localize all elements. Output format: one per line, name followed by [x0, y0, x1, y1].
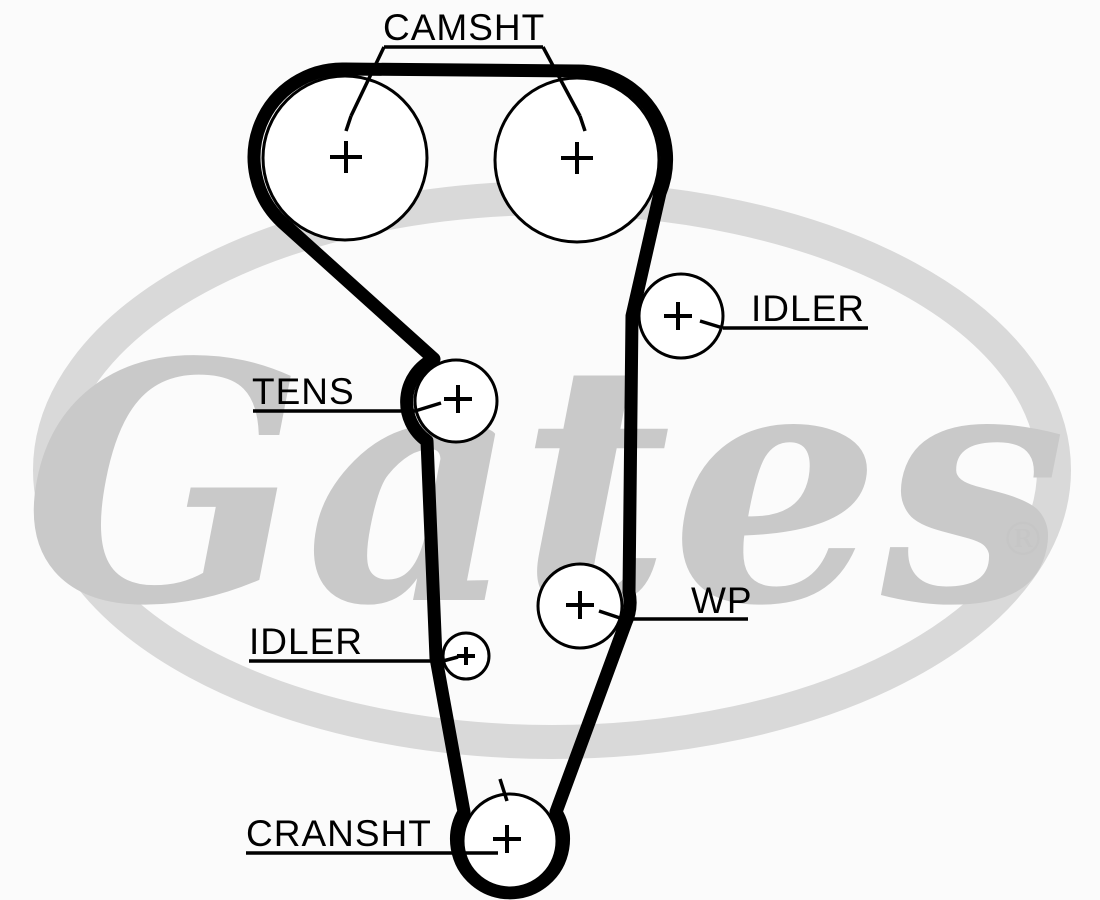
- leader-lines: [246, 45, 868, 855]
- pulley-camshaft-left: [261, 74, 429, 242]
- label-idler-upper: IDLER: [751, 288, 865, 329]
- pulley-idler-lower: [441, 631, 491, 681]
- idler-lower-tick: [442, 655, 459, 663]
- registered-trademark-icon: ®: [1000, 512, 1046, 566]
- label-camshaft: CAMSHT: [383, 7, 545, 48]
- plus-mark-crankshaft: [493, 825, 521, 853]
- pulley-camshaft-right: [493, 76, 661, 244]
- camshaft-leader-right: [541, 46, 582, 117]
- label-idler-lower: IDLER: [249, 621, 363, 662]
- pulley-tensioner: [413, 358, 499, 444]
- pulley-idler-upper: [637, 272, 725, 360]
- pulley-water-pump: [536, 562, 624, 650]
- camshaft-left-tick: [344, 115, 353, 132]
- camshaft-right-tick: [578, 115, 587, 132]
- plus-mark-tensioner: [444, 385, 472, 413]
- label-water-pump: WP: [691, 580, 753, 621]
- plus-mark-idler-upper: [664, 302, 692, 330]
- plus-mark-idler-lower: [457, 647, 475, 665]
- plus-mark-water-pump: [566, 591, 594, 619]
- label-tensioner: TENS: [252, 371, 355, 412]
- tensioner-tick: [414, 401, 442, 413]
- crankshaft-timing-tick: [498, 778, 509, 802]
- water-pump-tick: [598, 609, 624, 621]
- gates-watermark: Gates ®: [23, 181, 1071, 759]
- pulley-crankshaft: [461, 778, 559, 890]
- plus-mark-camshaft-left: [330, 141, 362, 173]
- label-crankshaft: CRANSHT: [246, 813, 432, 854]
- idler-upper-tick: [699, 319, 724, 330]
- plus-mark-camshaft-right: [561, 142, 593, 174]
- camshaft-leader-left: [349, 46, 386, 117]
